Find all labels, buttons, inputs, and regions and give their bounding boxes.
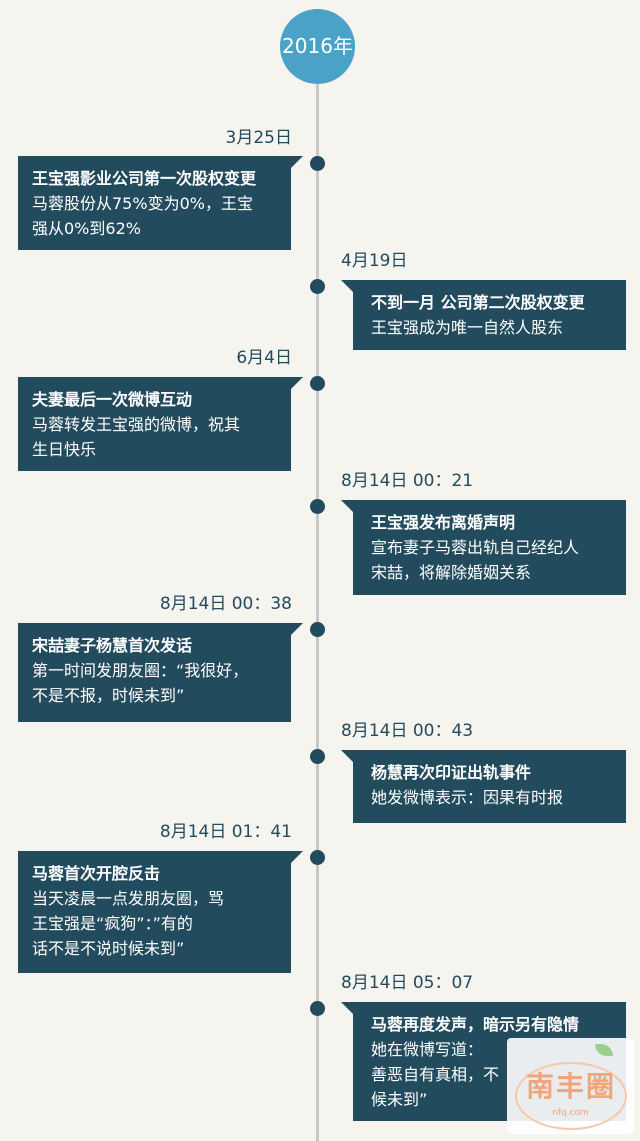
event-date: 6月4日 (236, 348, 292, 368)
event-card: 王宝强影业公司第一次股权变更 马蓉股份从75%变为0%，王宝 强从0%到62% (18, 156, 303, 250)
event-text: 她发微博表示：因果有时报 (371, 788, 564, 807)
event-title: 宋喆妻子杨慧首次发话 (32, 636, 193, 655)
event-card: 马蓉首次开腔反击 当天凌晨一点发朋友圈，骂 王宝强是“疯狗”：”有的 话不是不说… (18, 851, 303, 973)
event-date: 8月14日 00：21 (341, 471, 474, 491)
event-text: 第一时间发朋友圈：“我很好， 不是不报，时候未到” (32, 661, 249, 705)
event-title: 杨慧再次印证出轨事件 (371, 763, 532, 782)
year-badge: 2016年 (280, 9, 355, 84)
event-date: 8月14日 00：38 (159, 594, 292, 614)
event-date: 8月14日 05：07 (341, 973, 474, 993)
timeline-axis (316, 70, 319, 1141)
event-text: 马蓉股份从75%变为0%，王宝 强从0%到62% (32, 194, 253, 238)
event-text: 她在微博写道： 善恶自有真相，不 候未到” (371, 1040, 500, 1109)
timeline-dot (310, 156, 325, 171)
event-date: 8月14日 00：43 (341, 721, 474, 741)
event-card: 不到一月 公司第二次股权变更 王宝强成为唯一自然人股东 (341, 280, 626, 350)
event-card: 夫妻最后一次微博互动 马蓉转发王宝强的微博，祝其 生日快乐 (18, 377, 303, 471)
event-text: 宣布妻子马蓉出轨自己经纪人 宋喆，将解除婚姻关系 (371, 538, 580, 582)
event-text: 当天凌晨一点发朋友圈，骂 王宝强是“疯狗”：”有的 话不是不说时候未到” (32, 889, 225, 958)
watermark: 南丰圈 nfq.com (507, 1038, 634, 1134)
watermark-logo: 南丰圈 (515, 1062, 627, 1130)
timeline-dot (310, 749, 325, 764)
event-card: 杨慧再次印证出轨事件 她发微博表示：因果有时报 (341, 750, 626, 823)
timeline-dot (310, 1001, 325, 1016)
event-card: 宋喆妻子杨慧首次发话 第一时间发朋友圈：“我很好， 不是不报，时候未到” (18, 623, 303, 722)
event-title: 王宝强发布离婚声明 (371, 513, 516, 532)
timeline-dot (310, 850, 325, 865)
watermark-url: nfq.com (552, 1108, 589, 1118)
event-date: 8月14日 01：41 (159, 822, 292, 842)
event-title: 马蓉首次开腔反击 (32, 864, 161, 883)
leaf-icon (595, 1044, 613, 1056)
event-title: 夫妻最后一次微博互动 (32, 390, 193, 409)
event-text: 马蓉转发王宝强的微博，祝其 生日快乐 (32, 415, 241, 459)
event-title: 王宝强影业公司第一次股权变更 (32, 169, 257, 188)
event-card: 王宝强发布离婚声明 宣布妻子马蓉出轨自己经纪人 宋喆，将解除婚姻关系 (341, 500, 626, 595)
event-title: 不到一月 公司第二次股权变更 (371, 293, 585, 312)
timeline-dot (310, 376, 325, 391)
event-date: 3月25日 (225, 128, 292, 148)
event-title: 马蓉再度发声，暗示另有隐情 (371, 1015, 580, 1034)
timeline-dot (310, 499, 325, 514)
timeline-dot (310, 279, 325, 294)
event-date: 4月19日 (341, 251, 408, 271)
timeline-dot (310, 622, 325, 637)
event-text: 王宝强成为唯一自然人股东 (371, 318, 564, 337)
